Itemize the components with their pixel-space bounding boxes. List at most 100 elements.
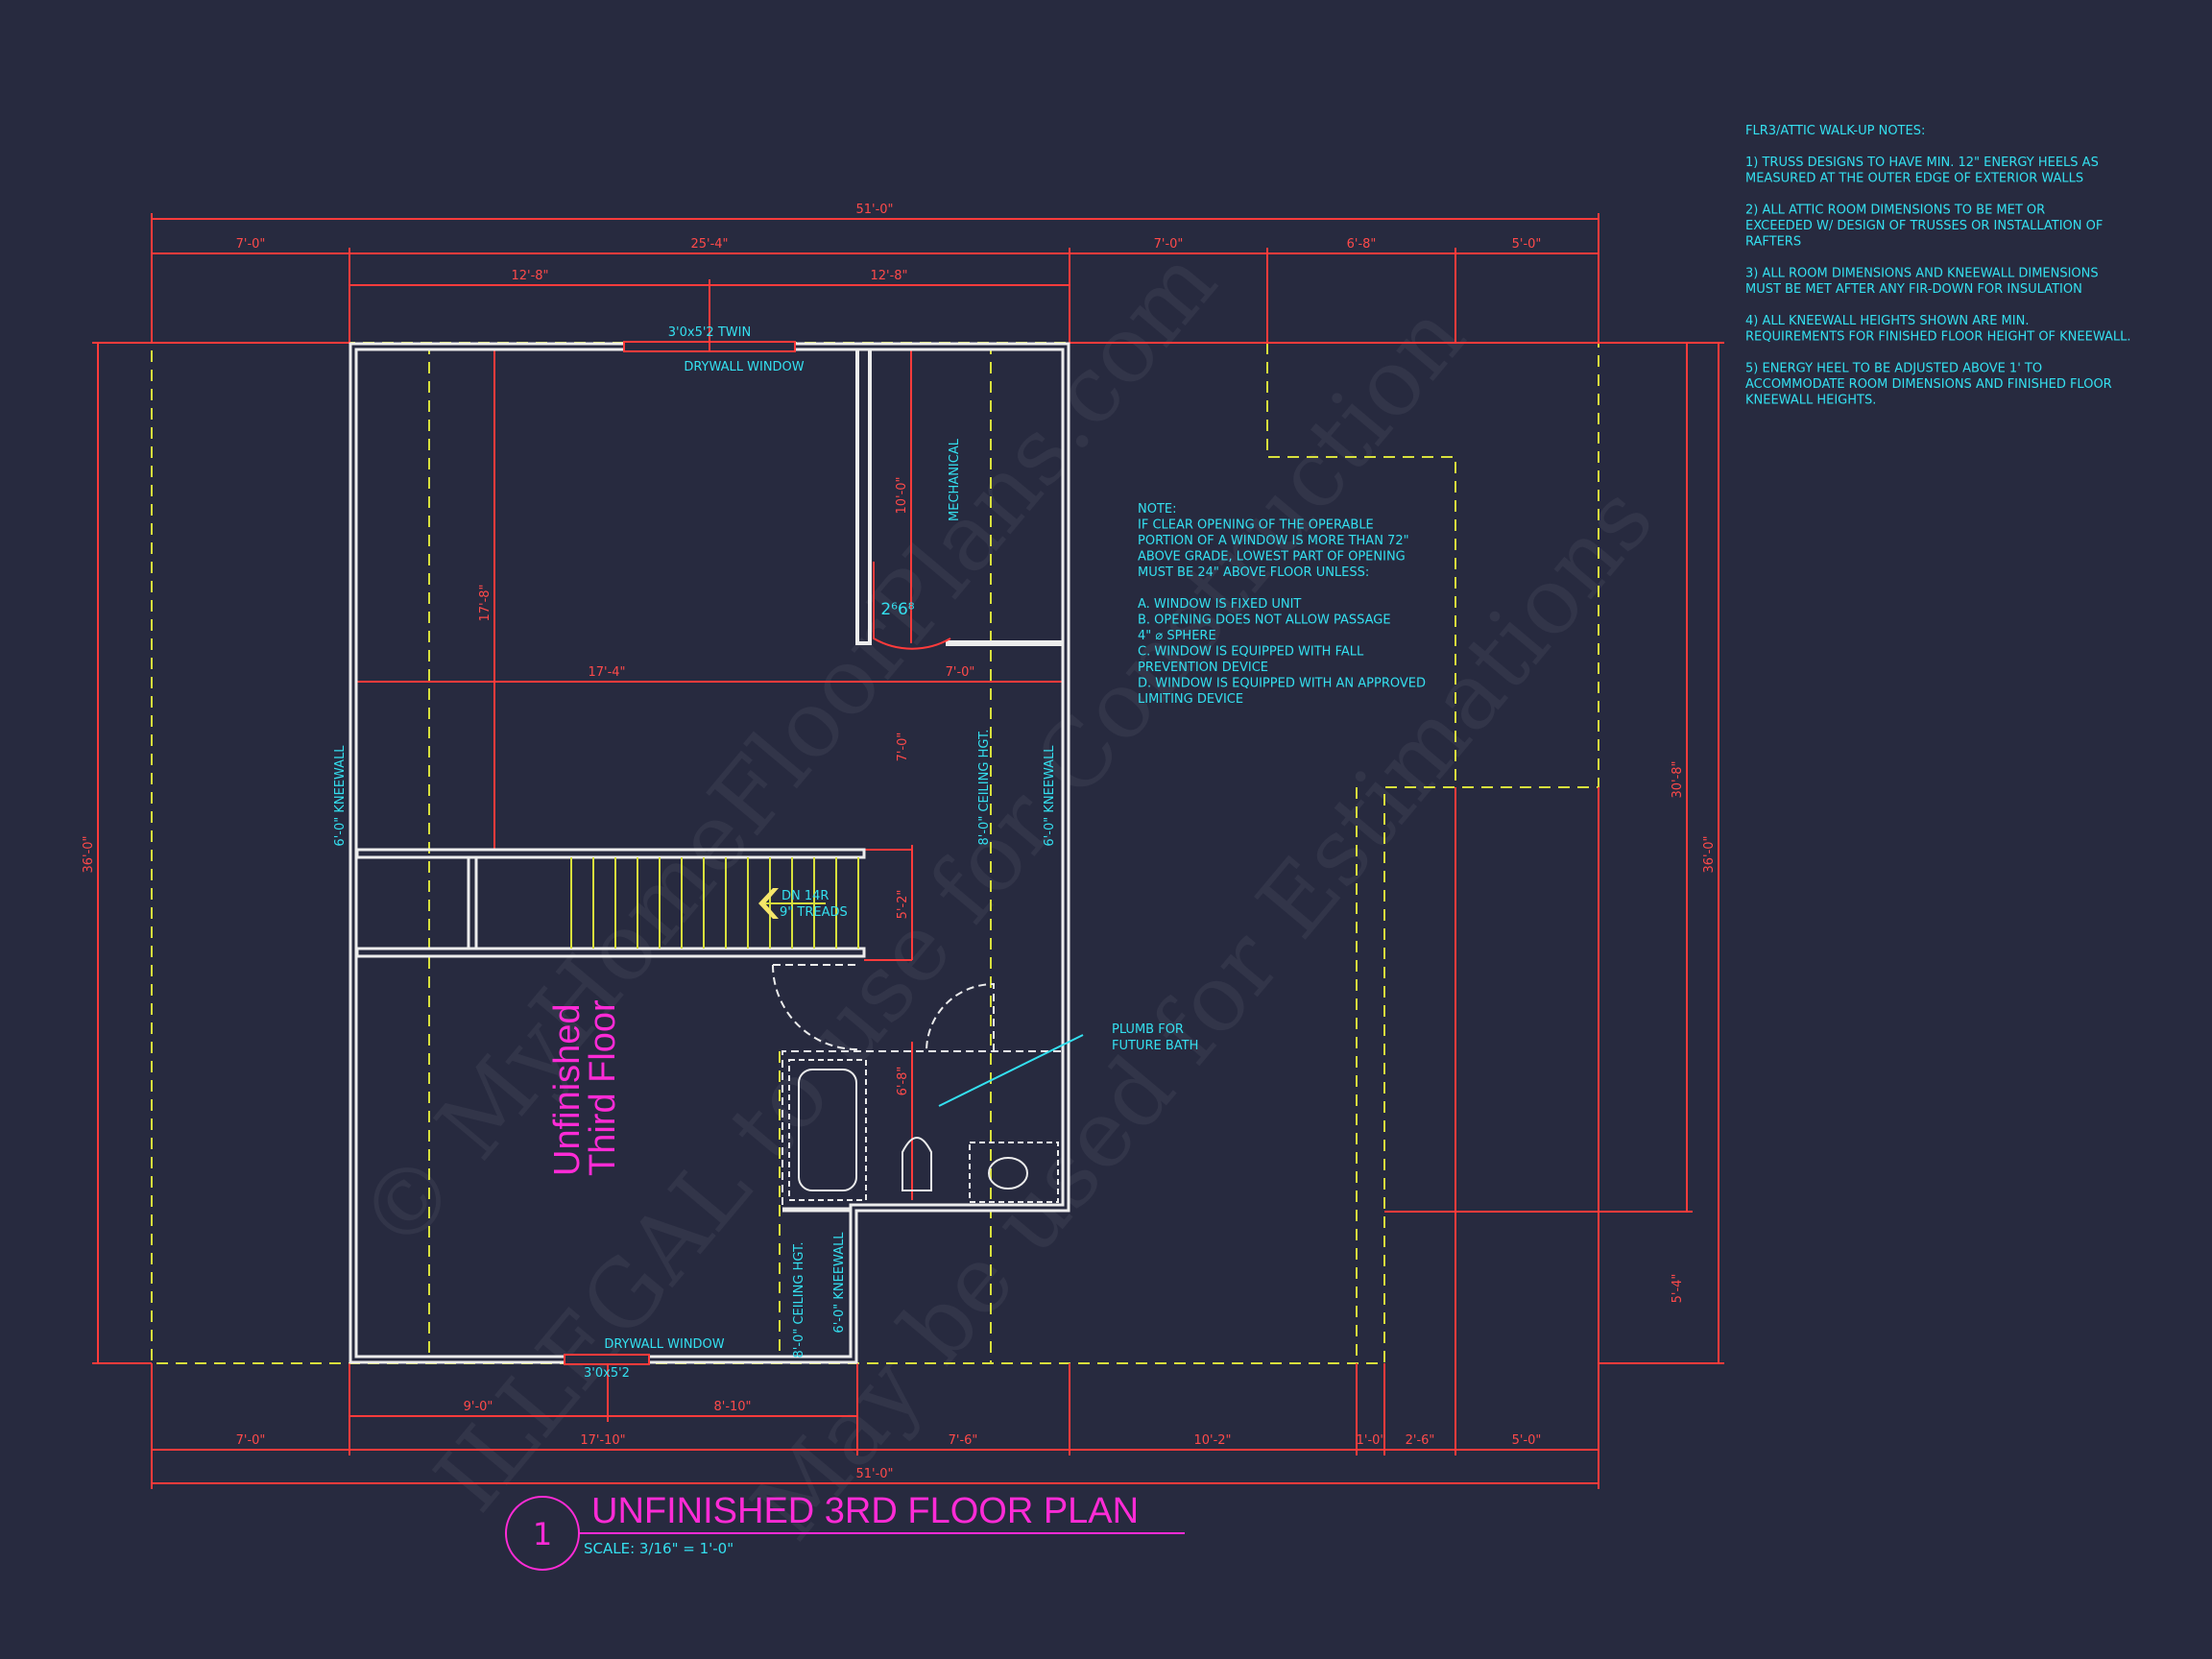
windows bbox=[564, 341, 796, 1365]
dim-room-height: 17'-8" bbox=[478, 584, 493, 621]
dim-bottom-5: 1'-0" bbox=[1357, 1433, 1386, 1448]
room-annotations: 3'0x5'2 TWIN DRYWALL WINDOW MECHANICAL 2… bbox=[333, 325, 1198, 1381]
dim-bottom-2: 17'-10" bbox=[580, 1433, 625, 1448]
dimension-labels: 51'-0" 7'-0" 25'-4" 7'-0" 6'-8" 5'-0" 12… bbox=[82, 203, 1717, 1481]
bath-fixtures bbox=[788, 1034, 1084, 1203]
attic-note-line: REQUIREMENTS FOR FINISHED FLOOR HEIGHT O… bbox=[1745, 330, 2131, 345]
window-bottom bbox=[564, 1354, 650, 1365]
dim-bottom-3: 7'-6" bbox=[949, 1433, 978, 1448]
attic-note-line: 1) TRUSS DESIGNS TO HAVE MIN. 12" ENERGY… bbox=[1745, 156, 2099, 170]
stair-wall-south bbox=[355, 947, 866, 958]
dim-mech-width: 7'-0" bbox=[946, 665, 975, 680]
egress-note-line: 4" ⌀ SPHERE bbox=[1138, 629, 1216, 643]
dim-top-overall: 51'-0" bbox=[855, 203, 893, 217]
stair-dn-label: DN 14R bbox=[781, 889, 829, 903]
dim-hall-2: 5'-2" bbox=[896, 890, 910, 920]
plan-scale: SCALE: 3/16" = 1'-0" bbox=[584, 1540, 733, 1557]
egress-note-line: A. WINDOW IS FIXED UNIT bbox=[1138, 597, 1301, 612]
dimension-lines bbox=[92, 213, 1724, 1489]
dim-top-inner-1: 12'-8" bbox=[511, 269, 548, 283]
doors bbox=[772, 562, 995, 1052]
dim-right-overall: 36'-0" bbox=[1702, 835, 1717, 873]
title-block: 1 UNFINISHED 3RD FLOOR PLAN SCALE: 3/16"… bbox=[505, 1491, 1185, 1571]
mechanical-wall-west bbox=[855, 350, 872, 645]
drywall-window-top-label: DRYWALL WINDOW bbox=[684, 360, 804, 374]
dim-top-2: 25'-4" bbox=[690, 237, 728, 252]
room-label-third-floor: Third Floor bbox=[583, 999, 623, 1176]
attic-note-line: 3) ALL ROOM DIMENSIONS AND KNEEWALL DIME… bbox=[1745, 267, 2099, 281]
egress-note-line: IF CLEAR OPENING OF THE OPERABLE bbox=[1138, 518, 1374, 533]
bath-door-swing bbox=[926, 982, 995, 1052]
plumb-label-1: PLUMB FOR bbox=[1112, 1022, 1184, 1037]
kneewall-right-label: 6'-0" KNEEWALL bbox=[1043, 745, 1057, 847]
dim-mech-height: 10'-0" bbox=[895, 476, 909, 514]
attic-note-line: FLR3/ATTIC WALK-UP NOTES: bbox=[1745, 124, 1925, 138]
kneewall-bottom-label: 6'-0" KNEEWALL bbox=[832, 1232, 847, 1334]
dim-bath: 6'-8" bbox=[896, 1067, 910, 1096]
window-bottom-label: 3'0x5'2 bbox=[584, 1366, 630, 1381]
attic-notch bbox=[1266, 343, 1456, 787]
dim-bottom-7: 5'-0" bbox=[1512, 1433, 1542, 1448]
dim-top-4: 6'-8" bbox=[1347, 237, 1377, 252]
egress-note-line: MUST BE 24" ABOVE FLOOR UNLESS: bbox=[1138, 565, 1369, 580]
dim-right-lower: 5'-4" bbox=[1671, 1274, 1685, 1304]
dim-hall-1: 7'-0" bbox=[896, 733, 910, 762]
dim-left-overall: 36'-0" bbox=[82, 835, 96, 873]
dim-right-upper: 30'-8" bbox=[1671, 760, 1685, 798]
dim-top-3: 7'-0" bbox=[1154, 237, 1184, 252]
toilet-icon bbox=[902, 1137, 932, 1191]
stair-wall-divider bbox=[467, 855, 478, 950]
attic-note-line: KNEEWALL HEIGHTS. bbox=[1745, 394, 1876, 408]
bath-partition bbox=[781, 1050, 1066, 1205]
dim-room-width: 17'-4" bbox=[588, 665, 625, 680]
ceiling-height-bottom-label: 8'-0" CEILING HGT. bbox=[792, 1242, 806, 1358]
sink-icon bbox=[988, 1157, 1028, 1190]
plumb-label-2: FUTURE BATH bbox=[1112, 1039, 1198, 1053]
mechanical-door-swing bbox=[873, 562, 951, 650]
egress-note-line: ABOVE GRADE, LOWEST PART OF OPENING bbox=[1138, 550, 1406, 565]
attic-note-line: ACCOMMODATE ROOM DIMENSIONS AND FINISHED… bbox=[1745, 377, 2112, 392]
dim-bottom-4: 10'-2" bbox=[1193, 1433, 1231, 1448]
egress-note-line: PREVENTION DEVICE bbox=[1138, 661, 1268, 675]
dim-bottom-overall: 51'-0" bbox=[855, 1467, 893, 1481]
dim-bottom-6: 2'-6" bbox=[1406, 1433, 1435, 1448]
attic-note-line: MUST BE MET AFTER ANY FIR-DOWN FOR INSUL… bbox=[1745, 282, 2082, 297]
stair-wall-north bbox=[355, 848, 866, 859]
dim-bottom-inner-1: 9'-0" bbox=[464, 1400, 493, 1414]
dim-top-5: 5'-0" bbox=[1512, 237, 1542, 252]
attic-note-line: 5) ENERGY HEEL TO BE ADJUSTED ABOVE 1' T… bbox=[1745, 362, 2042, 376]
mechanical-label: MECHANICAL bbox=[948, 438, 962, 521]
vanity-outline bbox=[969, 1142, 1059, 1203]
hall-door-swing bbox=[772, 964, 858, 1050]
egress-note-line: D. WINDOW IS EQUIPPED WITH AN APPROVED bbox=[1138, 677, 1426, 691]
attic-notes: FLR3/ATTIC WALK-UP NOTES: 1) TRUSS DESIGN… bbox=[1745, 124, 2131, 408]
exterior-wall-inner bbox=[351, 345, 1068, 1361]
egress-note-line: B. OPENING DOES NOT ALLOW PASSAGE bbox=[1138, 613, 1391, 628]
room-label-unfinished: Unfinished bbox=[547, 1003, 588, 1176]
plan-title: UNFINISHED 3RD FLOOR PLAN bbox=[591, 1491, 1139, 1531]
stair-treads-label: 9" TREADS bbox=[780, 905, 848, 920]
walls bbox=[349, 342, 1070, 1364]
attic-note-line: 2) ALL ATTIC ROOM DIMENSIONS TO BE MET O… bbox=[1745, 204, 2045, 218]
plumb-leader-line bbox=[938, 1034, 1084, 1107]
attic-note-line: 4) ALL KNEEWALL HEIGHTS SHOWN ARE MIN. bbox=[1745, 314, 2029, 328]
egress-note-line: PORTION OF A WINDOW IS MORE THAN 72" bbox=[1138, 534, 1409, 548]
egress-note-line: C. WINDOW IS EQUIPPED WITH FALL bbox=[1138, 645, 1364, 660]
dim-bottom-inner-2: 8'-10" bbox=[713, 1400, 751, 1414]
stair-treads bbox=[570, 857, 859, 949]
tub-icon bbox=[798, 1069, 857, 1191]
egress-note-line: LIMITING DEVICE bbox=[1138, 692, 1243, 707]
egress-note: NOTE:IF CLEAR OPENING OF THE OPERABLEPOR… bbox=[1138, 502, 1426, 707]
dim-bottom-1: 7'-0" bbox=[236, 1433, 266, 1448]
dim-top-1: 7'-0" bbox=[236, 237, 266, 252]
kneewall-left-label: 6'-0" KNEEWALL bbox=[333, 745, 348, 847]
ceiling-height-label: 8'-0" CEILING HGT. bbox=[977, 730, 992, 846]
drywall-window-bottom-label: DRYWALL WINDOW bbox=[604, 1337, 724, 1352]
attic-note-line: MEASURED AT THE OUTER EDGE OF EXTERIOR W… bbox=[1745, 172, 2083, 186]
drawing-number: 1 bbox=[533, 1516, 552, 1552]
window-top-label: 3'0x5'2 TWIN bbox=[668, 325, 751, 340]
dim-top-inner-2: 12'-8" bbox=[870, 269, 907, 283]
stair-arrow-icon bbox=[758, 888, 779, 919]
attic-note-line: RAFTERS bbox=[1745, 235, 1801, 250]
